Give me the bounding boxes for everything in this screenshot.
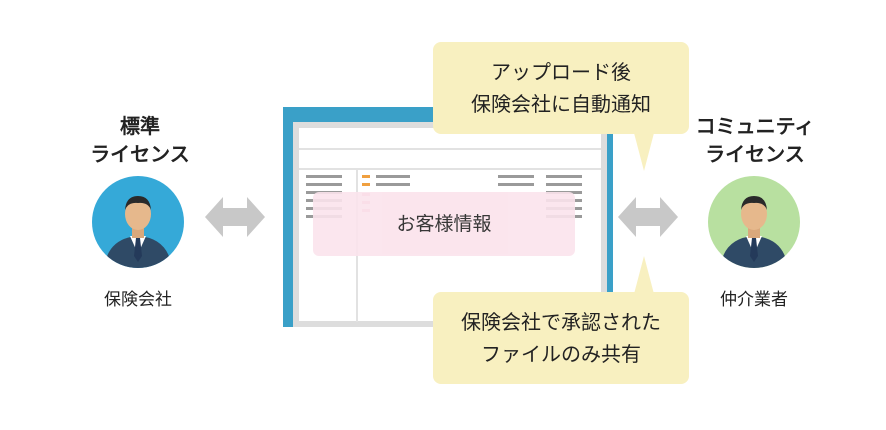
community-license-line1: コミュニティ bbox=[695, 114, 815, 138]
upload-notice-line2: 保険会社に自動通知 bbox=[471, 92, 651, 116]
insurer-avatar bbox=[92, 176, 184, 268]
standard-license-line1: 標準 bbox=[120, 114, 160, 138]
upload-notice-line1: アップロード後 bbox=[491, 60, 631, 84]
approval-notice-bubble: 保険会社で承認された ファイルのみ共有 bbox=[433, 292, 689, 384]
window-divider-top bbox=[299, 148, 601, 150]
placeholder-line bbox=[546, 175, 582, 178]
placeholder-line bbox=[498, 183, 534, 186]
customer-info-label: お客様情報 bbox=[396, 213, 492, 235]
top-bubble-tail bbox=[634, 133, 654, 171]
double-arrow-left-icon bbox=[205, 197, 265, 237]
double-arrow-right-icon bbox=[618, 197, 678, 237]
upload-notice-bubble: アップロード後 保険会社に自動通知 bbox=[433, 42, 689, 134]
businessman-icon bbox=[720, 196, 788, 268]
broker-avatar bbox=[708, 176, 800, 268]
placeholder-line bbox=[376, 183, 410, 186]
placeholder-line bbox=[546, 183, 582, 186]
window-divider-header bbox=[299, 168, 601, 170]
placeholder-line bbox=[306, 183, 342, 186]
standard-license-line2: ライセンス bbox=[90, 142, 190, 166]
placeholder-line bbox=[498, 175, 534, 178]
placeholder-line bbox=[376, 175, 410, 178]
approval-notice-line2: ファイルのみ共有 bbox=[481, 342, 641, 366]
insurer-role-label: 保険会社 bbox=[104, 290, 172, 310]
approval-notice-line1: 保険会社で承認された bbox=[461, 310, 661, 334]
customer-info-panel: お客様情報 bbox=[313, 192, 575, 256]
community-license-line2: ライセンス bbox=[705, 142, 805, 166]
bullet-marker bbox=[362, 175, 370, 178]
bottom-bubble-tail bbox=[634, 256, 654, 294]
community-license-label: コミュニティ ライセンス bbox=[690, 112, 820, 168]
businessman-icon bbox=[104, 196, 172, 268]
standard-license-label: 標準 ライセンス bbox=[85, 112, 195, 168]
bullet-marker bbox=[362, 183, 370, 186]
broker-role-label: 仲介業者 bbox=[720, 290, 788, 310]
placeholder-line bbox=[306, 175, 342, 178]
